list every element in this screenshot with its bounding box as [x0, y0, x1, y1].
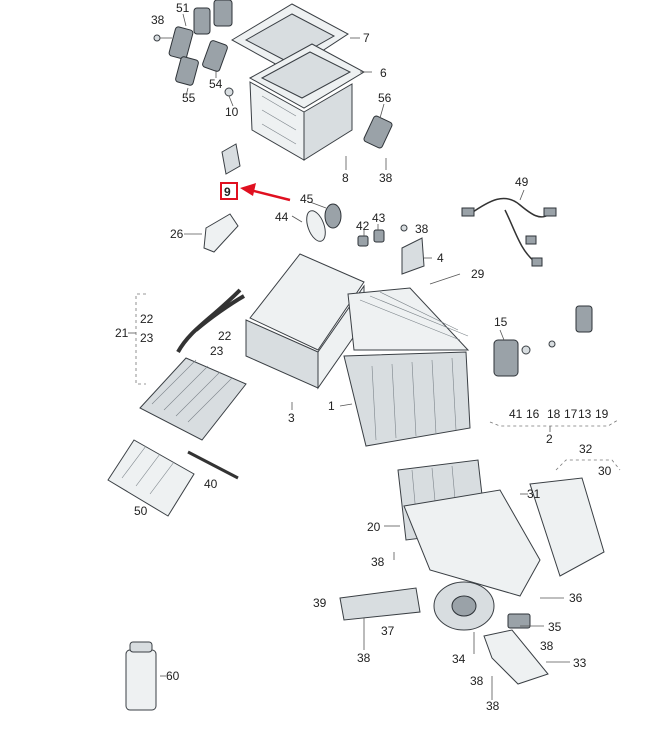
callout-7: 7: [363, 31, 370, 45]
heater-core: [139, 288, 247, 441]
callout-45: 45: [300, 192, 314, 206]
wiring-harness: [461, 197, 557, 267]
callout-15: 15: [494, 315, 508, 329]
air-duct-30: [529, 477, 605, 577]
callout-23: 23: [210, 344, 224, 358]
evaporator-1: [343, 351, 471, 447]
group-bracket-21: [128, 293, 146, 385]
air-duct-33: [483, 629, 549, 685]
callout-39: 39: [313, 596, 327, 610]
callout-41: 41: [509, 407, 523, 421]
callout-9: 9: [224, 185, 231, 199]
callout-54: 54: [209, 77, 223, 91]
callout-38: 38: [379, 171, 393, 185]
callout-23: 23: [140, 331, 154, 345]
callout-2: 2: [546, 432, 553, 446]
red-arrow: [240, 183, 291, 202]
callout-60: 60: [166, 669, 180, 683]
main-housing: [245, 253, 470, 390]
cover-26: [203, 213, 239, 253]
callout-43: 43: [372, 211, 386, 225]
callout-49: 49: [515, 175, 529, 189]
pollen-filter: [107, 439, 195, 517]
callout-36: 36: [569, 591, 583, 605]
callout-51: 51: [176, 1, 190, 15]
callout-20: 20: [367, 520, 381, 534]
callout-19: 19: [595, 407, 609, 421]
servo-motor-56: [363, 115, 393, 149]
callout-38: 38: [470, 674, 484, 688]
callout-26: 26: [170, 227, 184, 241]
expansion-valve: [493, 305, 593, 377]
callout-33: 33: [573, 656, 587, 670]
callout-8: 8: [342, 171, 349, 185]
callout-42: 42: [356, 219, 370, 233]
callout-13: 13: [578, 407, 592, 421]
callout-18: 18: [547, 407, 561, 421]
callout-38: 38: [486, 699, 500, 713]
callout-22: 22: [218, 329, 232, 343]
callout-38: 38: [151, 13, 165, 27]
callout-31: 31: [527, 487, 541, 501]
leader-lines: [160, 13, 570, 700]
callout-3: 3: [288, 411, 295, 425]
seal-39-37: [339, 587, 421, 621]
callout-38: 38: [357, 651, 371, 665]
callout-32: 32: [579, 442, 593, 456]
group-bracket-32: [555, 459, 621, 471]
callout-30: 30: [598, 464, 612, 478]
callout-38: 38: [371, 555, 385, 569]
callout-4: 4: [437, 251, 444, 265]
refrigerant-can: [125, 641, 157, 711]
rod-40: [187, 450, 239, 480]
callout-17: 17: [564, 407, 578, 421]
callout-55: 55: [182, 91, 196, 105]
callout-38: 38: [540, 639, 554, 653]
callout-1: 1: [328, 399, 335, 413]
small-fittings-42-43: [357, 229, 385, 247]
servo-motors-top: [153, 0, 234, 107]
group-bracket-2: [489, 419, 619, 432]
callout-6: 6: [380, 66, 387, 80]
bracket-4: [401, 237, 425, 275]
callout-34: 34: [452, 652, 466, 666]
callout-35: 35: [548, 620, 562, 634]
upper-air-distribution-housing: [221, 3, 366, 175]
callout-29: 29: [471, 267, 485, 281]
callout-56: 56: [378, 91, 392, 105]
callout-44: 44: [275, 210, 289, 224]
resistor-35: [507, 613, 531, 629]
callout-50: 50: [134, 504, 148, 518]
callout-labels: 38 51 7 6 54 55 56 10 8 38 9 49 45 44 43…: [115, 1, 612, 713]
callout-16: 16: [526, 407, 540, 421]
callout-37: 37: [381, 624, 395, 638]
seal-rings-44-45: [306, 203, 342, 242]
blower-housing-31: [403, 489, 541, 597]
callout-10: 10: [225, 105, 239, 119]
callout-22: 22: [140, 312, 154, 326]
callout-38: 38: [415, 222, 429, 236]
highlight-box: [220, 182, 238, 200]
callout-21: 21: [115, 326, 129, 340]
callout-40: 40: [204, 477, 218, 491]
screw-29-line: [429, 273, 461, 285]
